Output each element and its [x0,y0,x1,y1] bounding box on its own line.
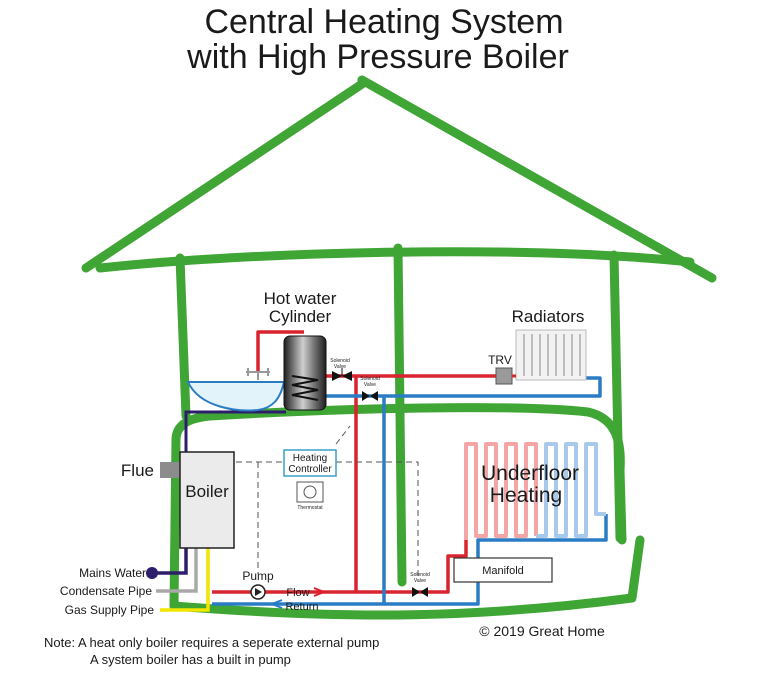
mains-water-label: Mains Water [79,566,146,580]
solenoid-valve-radiator [362,391,378,401]
cold-feed-pipe [184,410,286,452]
bath-tap-icon [246,368,270,380]
flow-arrow-icon [313,587,327,597]
solenoid-valve-1-label-b: Valve [334,364,346,370]
thermostat-label: Thermostat [297,505,323,511]
underfloor-label-line-2: Heating [490,484,562,507]
ground-line [169,535,645,620]
solenoid-valve-3-label-a: Solenoid [410,572,430,578]
boiler [179,451,235,549]
flow-to-manifold-pipe [356,540,468,594]
radiator [515,329,587,381]
cylinder-label-line-2: Cylinder [269,307,332,326]
title-line-2: with High Pressure Boiler [186,38,569,76]
cylinder-coil [291,375,319,401]
condensate-pipe-line [156,548,198,593]
return-label: Return [285,601,318,613]
return-arrow-icon [269,599,283,609]
boiler-label: Boiler [185,482,229,501]
solenoid-valve-2-label-b: Valve [364,382,376,388]
copyright-text: © 2019 Great Home [479,623,605,639]
heating-controller [283,449,337,477]
house-outline [81,75,717,620]
pump-label: Pump [242,569,274,583]
heating-controller-label-1: Heating [293,453,327,464]
condensate-pipe-label: Condensate Pipe [60,584,152,598]
manifold-return-pipe [384,514,608,606]
bath [186,368,286,412]
bath-tub [186,381,286,412]
roof-right-edge [357,75,717,283]
heating-controller-label-2: Controller [288,464,332,475]
solenoid-valve-cylinder [332,368,352,381]
center-wall [393,243,407,587]
cylinder-label-line-1: Hot water [264,289,337,308]
radiator-return-pipe [384,376,602,398]
solenoid-valve-2-label-a: Solenoid [360,376,380,382]
left-upper-wall [175,253,191,421]
radiators-label: Radiators [512,307,585,326]
solenoid-valve-1-label-a: Solenoid [330,358,350,364]
return-main-pipe [212,394,386,606]
title-line-1: Central Heating System [204,3,563,41]
underfloor-coils [464,442,606,540]
gas-supply-pipe-label: Gas Supply Pipe [65,603,155,617]
return-pipes [212,376,608,606]
flue-label: Flue [121,461,154,480]
ground-floor-arch [169,403,627,611]
manifold-label: Manifold [482,565,524,577]
trv-valve [495,367,513,385]
flue [160,462,180,478]
underfloor-label-line-1: Underfloor [481,462,579,485]
solenoid-valve-underfloor [412,587,428,597]
thermostat [296,481,324,503]
note-line-1: Note: A heat only boiler requires a sepe… [44,635,379,650]
trv-label: TRV [488,353,512,367]
solenoid-valve-3-label-b: Valve [414,578,426,584]
gas-supply-pipe-line [160,548,210,612]
flow-label: Flow [286,587,309,599]
manifold [453,557,553,583]
control-wiring [236,425,419,580]
thermostat-dial-icon [303,485,317,499]
note-line-2: A system boiler has a built in pump [90,652,291,667]
hot-water-cylinder [283,335,327,411]
hot-water-outlet-pipe [256,330,304,372]
mains-water-stopcock [146,567,158,579]
roof-left-edge [81,79,367,273]
underfloor-flow-coil [464,442,538,540]
service-pipes [152,548,210,612]
mains-water-pipe [152,548,188,575]
underfloor-return-coil [536,442,606,538]
